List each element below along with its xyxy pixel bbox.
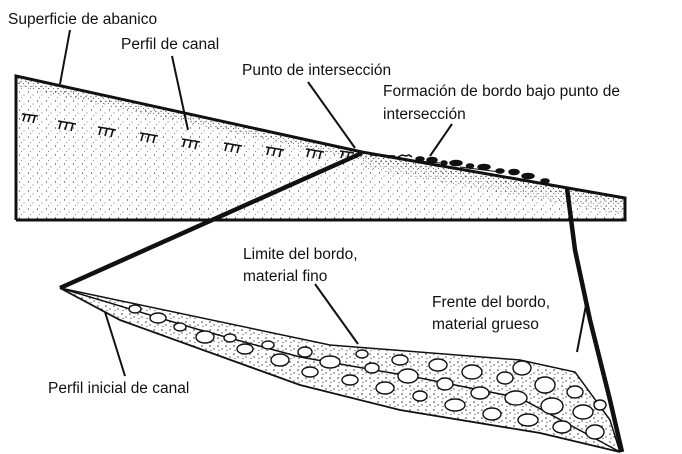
label-fan-surface: Superficie de abanico bbox=[8, 11, 157, 28]
label-lobe-limit-line1: Limite del bordo, bbox=[243, 246, 358, 263]
label-initial-channel-profile: Perfil inicial de canal bbox=[48, 380, 189, 397]
label-channel-profile: Perfil de canal bbox=[121, 36, 219, 53]
label-lobe-formation-line2: intersección bbox=[383, 106, 466, 123]
lobe-body bbox=[60, 288, 620, 452]
label-lobe-front-line1: Frente del bordo, bbox=[432, 294, 550, 311]
label-intersection-point: Punto de intersección bbox=[242, 62, 391, 79]
label-lobe-front-line2: material grueso bbox=[432, 316, 539, 333]
label-lobe-formation-line1: Formación de bordo bajo punto de bbox=[383, 83, 620, 100]
label-lobe-limit-line2: material fino bbox=[243, 268, 327, 285]
